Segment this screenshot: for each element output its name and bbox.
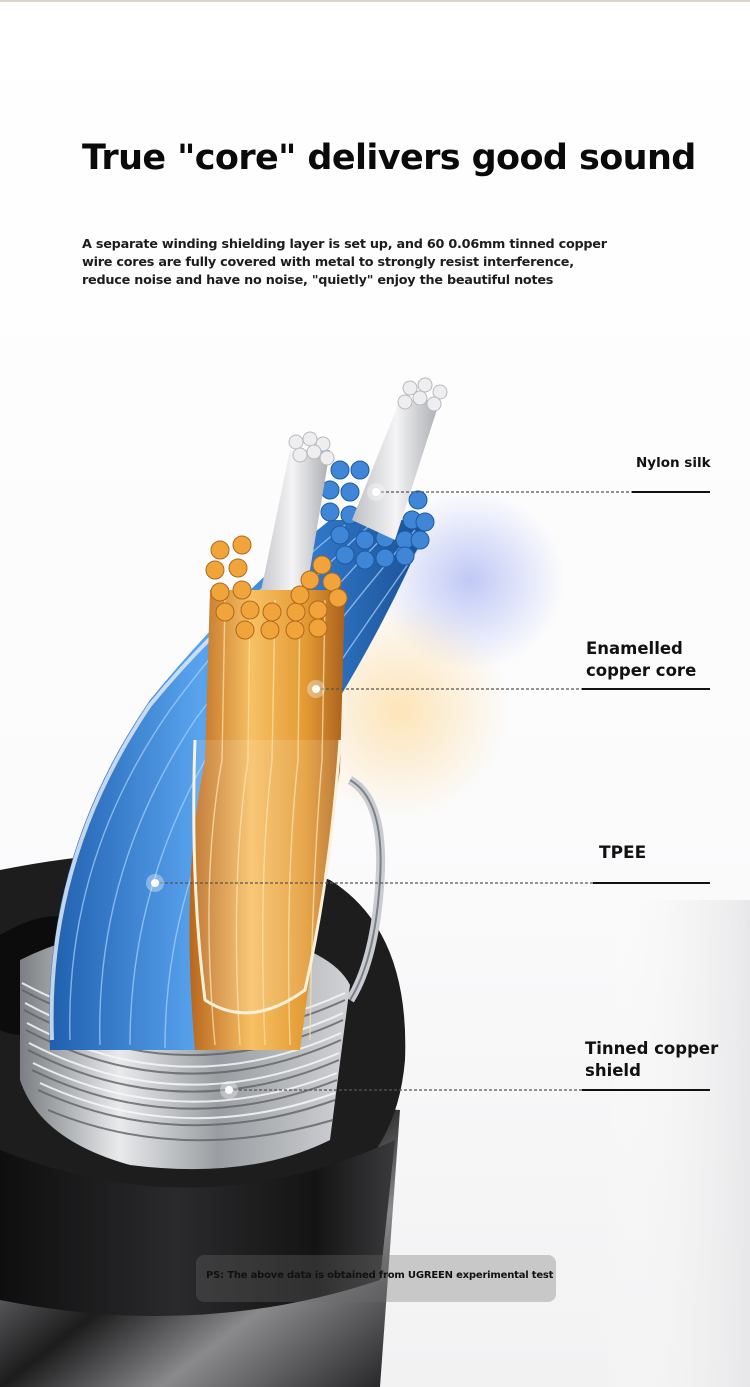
callout-tinned-copper-shield: Tinned copper shield xyxy=(585,1038,718,1082)
top-divider xyxy=(0,0,750,2)
nylon-silk-bundles xyxy=(255,377,448,630)
callout-nylon-silk: Nylon silk xyxy=(636,452,711,474)
callout-tpee: TPEE xyxy=(599,842,646,864)
description-line: A separate winding shielding layer is se… xyxy=(82,237,607,252)
blue-strand-ends xyxy=(320,460,435,570)
callout-label: Nylon silk xyxy=(636,455,711,471)
page-title: True "core" delivers good sound xyxy=(82,138,696,178)
footnote: PS: The above data is obtained from UGRE… xyxy=(206,1270,554,1281)
callout-label: copper core xyxy=(586,661,697,680)
description-line: reduce noise and have no noise, "quietly… xyxy=(82,273,554,288)
enamelled-copper-core-bundle xyxy=(189,535,348,1050)
callout-label: Tinned copper xyxy=(585,1039,719,1058)
description: A separate winding shielding layer is se… xyxy=(82,236,682,290)
footnote-box xyxy=(196,1255,556,1302)
callout-enamelled-copper-core: Enamelled copper core xyxy=(586,638,696,682)
callout-lines xyxy=(155,491,710,1091)
callout-label: shield xyxy=(585,1061,641,1080)
callout-label: Enamelled xyxy=(586,639,683,658)
callout-label: TPEE xyxy=(599,843,647,863)
right-shade xyxy=(600,900,750,1387)
callout-dots xyxy=(146,483,385,1099)
description-line: wire cores are fully covered with metal … xyxy=(82,255,574,270)
